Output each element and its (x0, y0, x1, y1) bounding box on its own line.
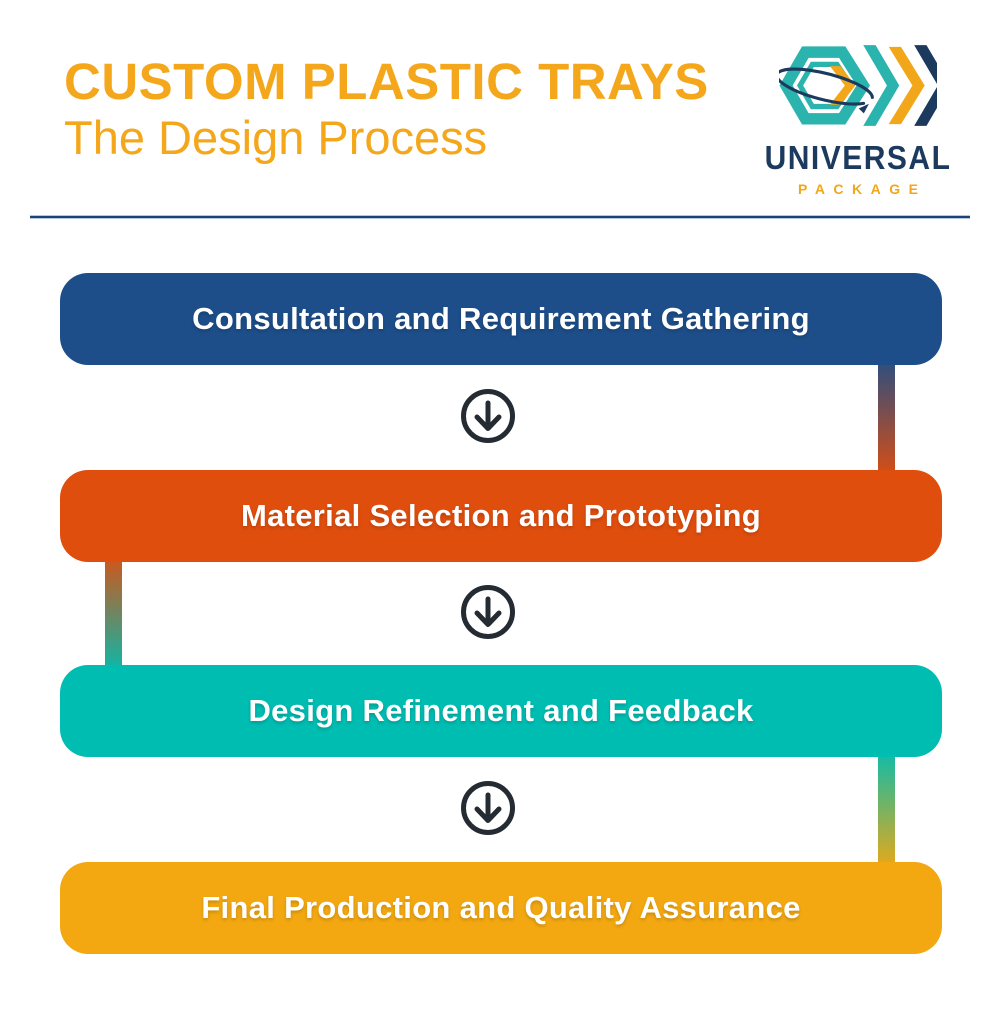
step-design-refinement: Design Refinement and Feedback (60, 665, 942, 757)
logo-name: UNIVERSAL (764, 139, 952, 177)
page-title: CUSTOM PLASTIC TRAYS (64, 53, 709, 110)
connector-step2-step3 (105, 548, 122, 678)
header-divider (30, 215, 970, 219)
connector-step3-step4 (878, 744, 895, 874)
universal-package-logo: UNIVERSAL PACKAGE (763, 40, 953, 197)
page-subtitle: The Design Process (64, 111, 488, 164)
step-final-production: Final Production and Quality Assurance (60, 862, 942, 954)
logo-mark-icon (779, 45, 937, 126)
connector-step1-step2 (878, 350, 895, 482)
step-material-selection: Material Selection and Prototyping (60, 470, 942, 562)
step-consultation: Consultation and Requirement Gathering (60, 273, 942, 365)
down-arrow-icon (459, 779, 517, 837)
down-arrow-icon (459, 387, 517, 445)
down-arrow-icon (459, 583, 517, 641)
logo-subname: PACKAGE (798, 181, 927, 197)
